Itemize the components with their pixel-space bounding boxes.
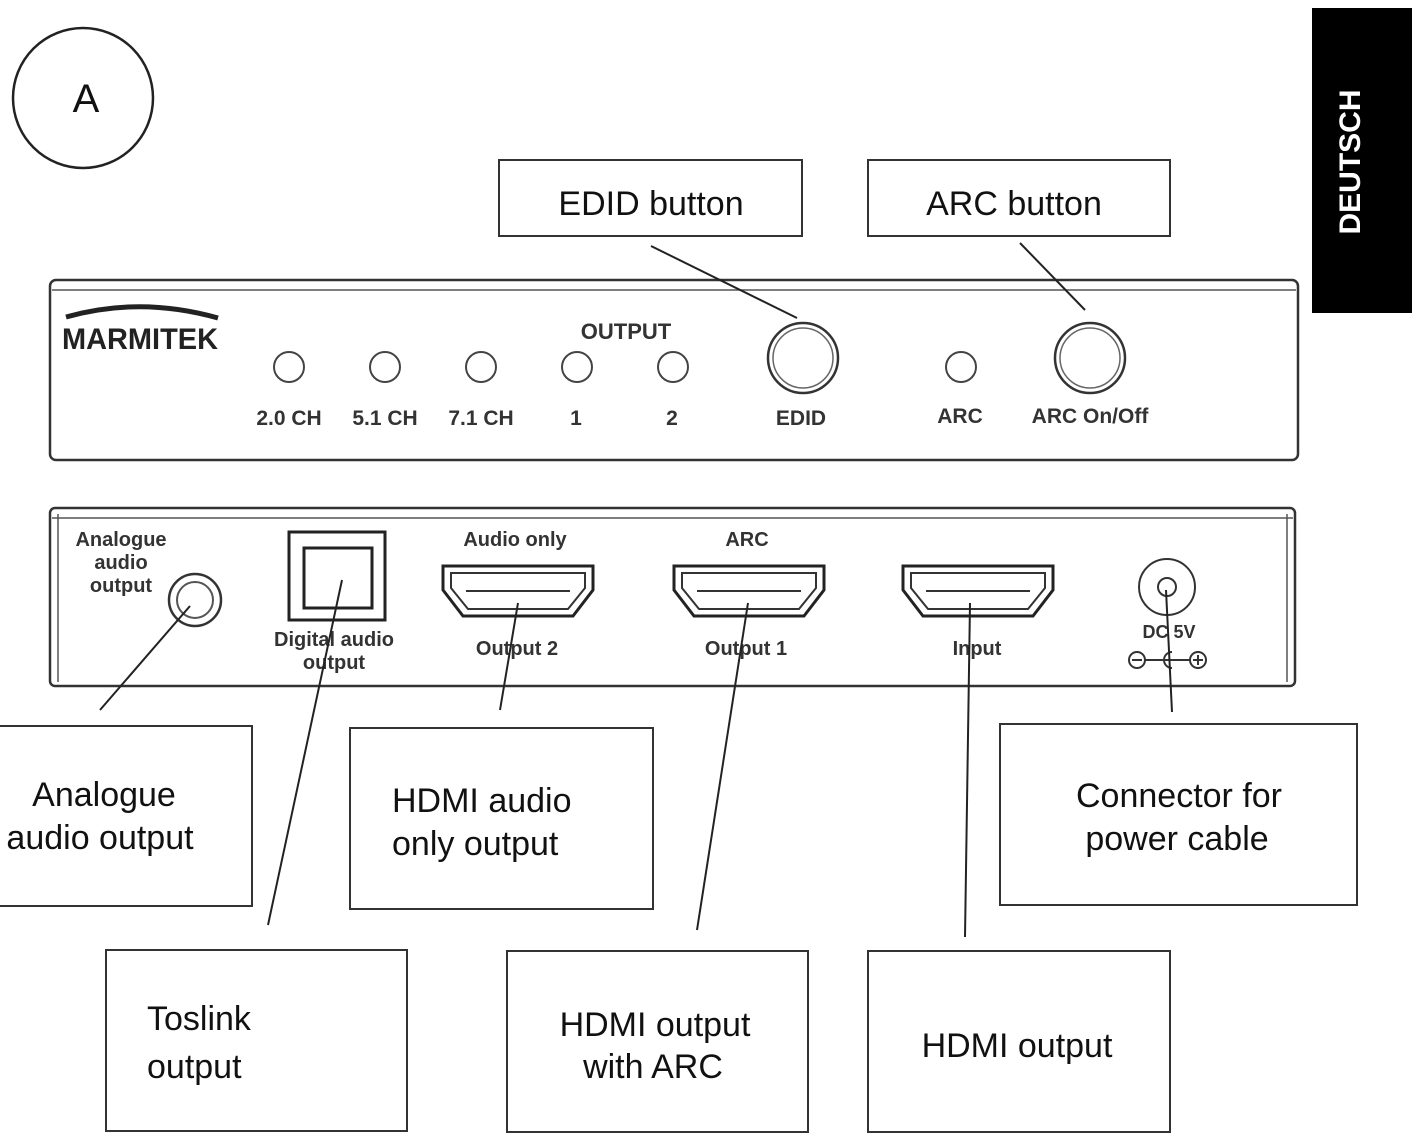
- analogue-jack: [167, 572, 223, 628]
- led-label-output-2: 2: [666, 407, 678, 430]
- callout-hdmi-audio: HDMI audio only output: [349, 727, 654, 910]
- leader-toslink: [267, 579, 343, 926]
- callout-arc-text: ARC button: [926, 185, 1102, 223]
- led-output-2: [657, 351, 689, 383]
- language-tab-label: DEUTSCH: [1334, 89, 1367, 234]
- led-51ch: [369, 351, 401, 383]
- leader-power: [1165, 589, 1173, 713]
- section-marker: A: [11, 26, 155, 170]
- leader-edid: [650, 245, 798, 319]
- brand-logo: MARMITEK: [62, 304, 219, 356]
- led-output-1: [561, 351, 593, 383]
- callout-power-line-2: power cable: [1085, 820, 1268, 858]
- output1-bottom-label: Output 1: [705, 638, 787, 660]
- callout-power-line-1: Connector for: [1076, 777, 1282, 815]
- callout-hdmi-audio-line-1: HDMI audio: [392, 782, 572, 820]
- led-2ch: [273, 351, 305, 383]
- leader-hdmi-audio: [499, 602, 519, 711]
- callout-power: Connector for power cable: [999, 723, 1358, 906]
- callout-hdmi-arc: HDMI output with ARC: [506, 950, 809, 1133]
- callout-hdmi-audio-line-2: only output: [392, 825, 559, 863]
- hdmi-port-output-1: [672, 564, 826, 618]
- digital-label-line-2: output: [303, 652, 366, 674]
- edid-label: EDID: [776, 407, 826, 430]
- leader-lines: [99, 242, 1173, 938]
- led-label-output-1: 1: [570, 407, 582, 430]
- arc-led-label: ARC: [937, 405, 983, 428]
- leader-analogue: [99, 605, 191, 711]
- brand-text: MARMITEK: [62, 323, 218, 356]
- hdmi-port-output-2: [441, 564, 595, 618]
- callout-edid-text: EDID button: [558, 185, 743, 223]
- output2-bottom-label: Output 2: [476, 638, 558, 660]
- digital-label-line-1: Digital audio: [274, 629, 394, 651]
- output-heading: OUTPUT: [581, 319, 672, 344]
- callout-hdmi-out-text: HDMI output: [922, 1027, 1113, 1065]
- analogue-label-line-1: Analogue: [75, 529, 166, 551]
- callout-hdmi-arc-line-2: with ARC: [582, 1048, 723, 1086]
- hdmi-port-input: [901, 564, 1055, 618]
- led-71ch: [465, 351, 497, 383]
- arc-button: [1053, 321, 1127, 395]
- led-label-71ch: 7.1 CH: [448, 407, 513, 430]
- edid-button: [766, 321, 840, 395]
- output2-top-label: Audio only: [463, 529, 567, 551]
- analogue-label-line-3: output: [90, 575, 153, 597]
- callout-hdmi-arc-line-1: HDMI output: [560, 1006, 751, 1044]
- callout-arc-button: ARC button: [867, 159, 1171, 237]
- led-label-2ch: 2.0 CH: [256, 407, 321, 430]
- callout-analogue: Analogue audio output: [0, 725, 253, 907]
- led-label-51ch: 5.1 CH: [352, 407, 417, 430]
- leader-arc: [1019, 242, 1086, 311]
- callout-toslink-line-1: Toslink: [147, 1000, 252, 1038]
- language-tab: DEUTSCH: [1312, 8, 1412, 313]
- callout-toslink: Toslink output: [105, 949, 408, 1132]
- input-bottom-label: Input: [953, 638, 1002, 660]
- front-panel: MARMITEK OUTPUT 2.0 CH 5.1 CH 7.1 CH 1 2…: [48, 278, 1300, 462]
- analogue-label-line-2: audio: [94, 552, 147, 574]
- callout-hdmi-out: HDMI output: [867, 950, 1171, 1133]
- output1-top-label: ARC: [725, 529, 768, 551]
- callout-toslink-line-2: output: [147, 1048, 242, 1086]
- back-panel: Analogue audio output Digital audio outp…: [48, 506, 1297, 688]
- led-arc: [945, 351, 977, 383]
- leader-hdmi-arc: [696, 602, 749, 931]
- arc-button-label: ARC On/Off: [1032, 405, 1150, 428]
- callout-analogue-line-1: Analogue: [32, 776, 176, 814]
- callout-analogue-line-2: audio output: [6, 819, 194, 857]
- leader-hdmi-out: [964, 602, 971, 938]
- section-marker-letter: A: [73, 77, 100, 121]
- callout-edid-button: EDID button: [498, 159, 803, 237]
